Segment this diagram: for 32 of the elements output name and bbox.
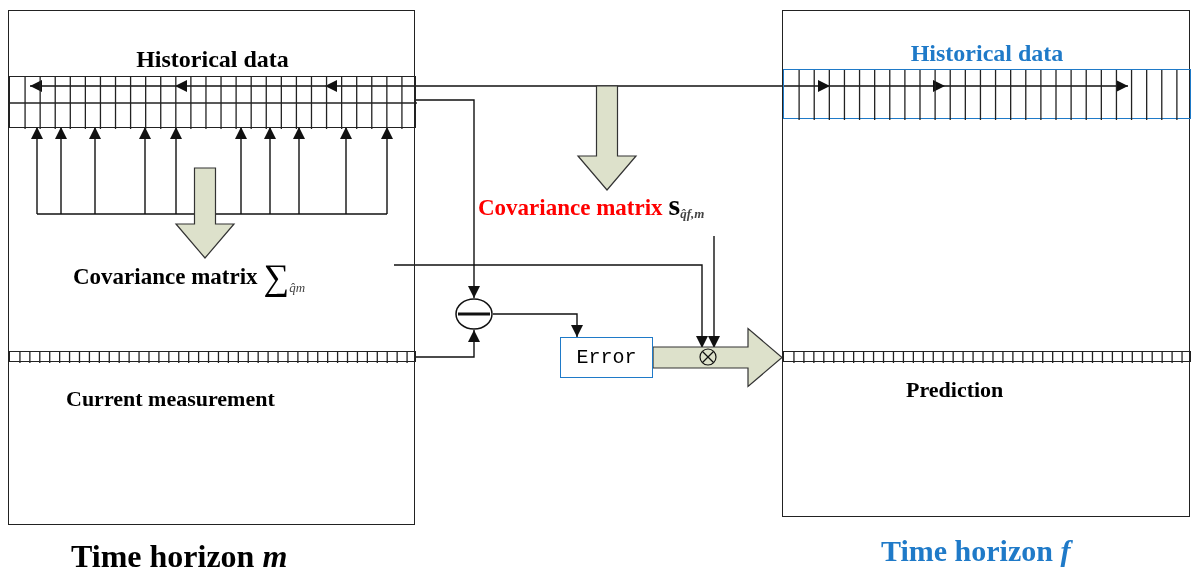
connector-arrow (55, 126, 67, 215)
connector-arrow (293, 126, 305, 215)
strip-heading: Historical data (909, 41, 1065, 65)
strip-label: Current measurement (66, 388, 275, 410)
connector-arrow (381, 126, 393, 215)
matrix-symbol: s$_{q̂f,m}$ (668, 190, 705, 220)
horizon-caption: Time horizon f (881, 533, 1071, 569)
covariance-label: Covariance matrix (478, 196, 663, 219)
connector-arrow (708, 235, 720, 349)
block-arrow (576, 85, 638, 191)
covariance-label: Covariance matrix (73, 265, 258, 288)
connector-arrow (170, 126, 182, 215)
horizon-caption: Time horizon m (71, 537, 288, 575)
connector-arrow (393, 264, 708, 349)
matrix-symbol: ∑$_{q̂m}$ (263, 259, 306, 295)
connector-arrow (89, 126, 101, 215)
connector-arrow (31, 126, 43, 215)
subtractor-symbol (455, 298, 493, 330)
connector-arrow (139, 126, 151, 215)
connector-arrow (414, 99, 480, 299)
connector-arrow (235, 126, 247, 215)
connector-arrow (264, 126, 276, 215)
connector-arrow (414, 329, 480, 358)
block-arrow (652, 327, 783, 388)
block-arrow (174, 167, 236, 259)
strip-label: Prediction (906, 379, 1004, 401)
strip-heading: Historical data (135, 47, 290, 71)
connector-arrow (29, 80, 1129, 92)
multiply-symbol (699, 348, 717, 366)
connector-arrow (492, 313, 583, 338)
process-box: Error (560, 337, 653, 378)
connector-arrow (340, 126, 352, 215)
